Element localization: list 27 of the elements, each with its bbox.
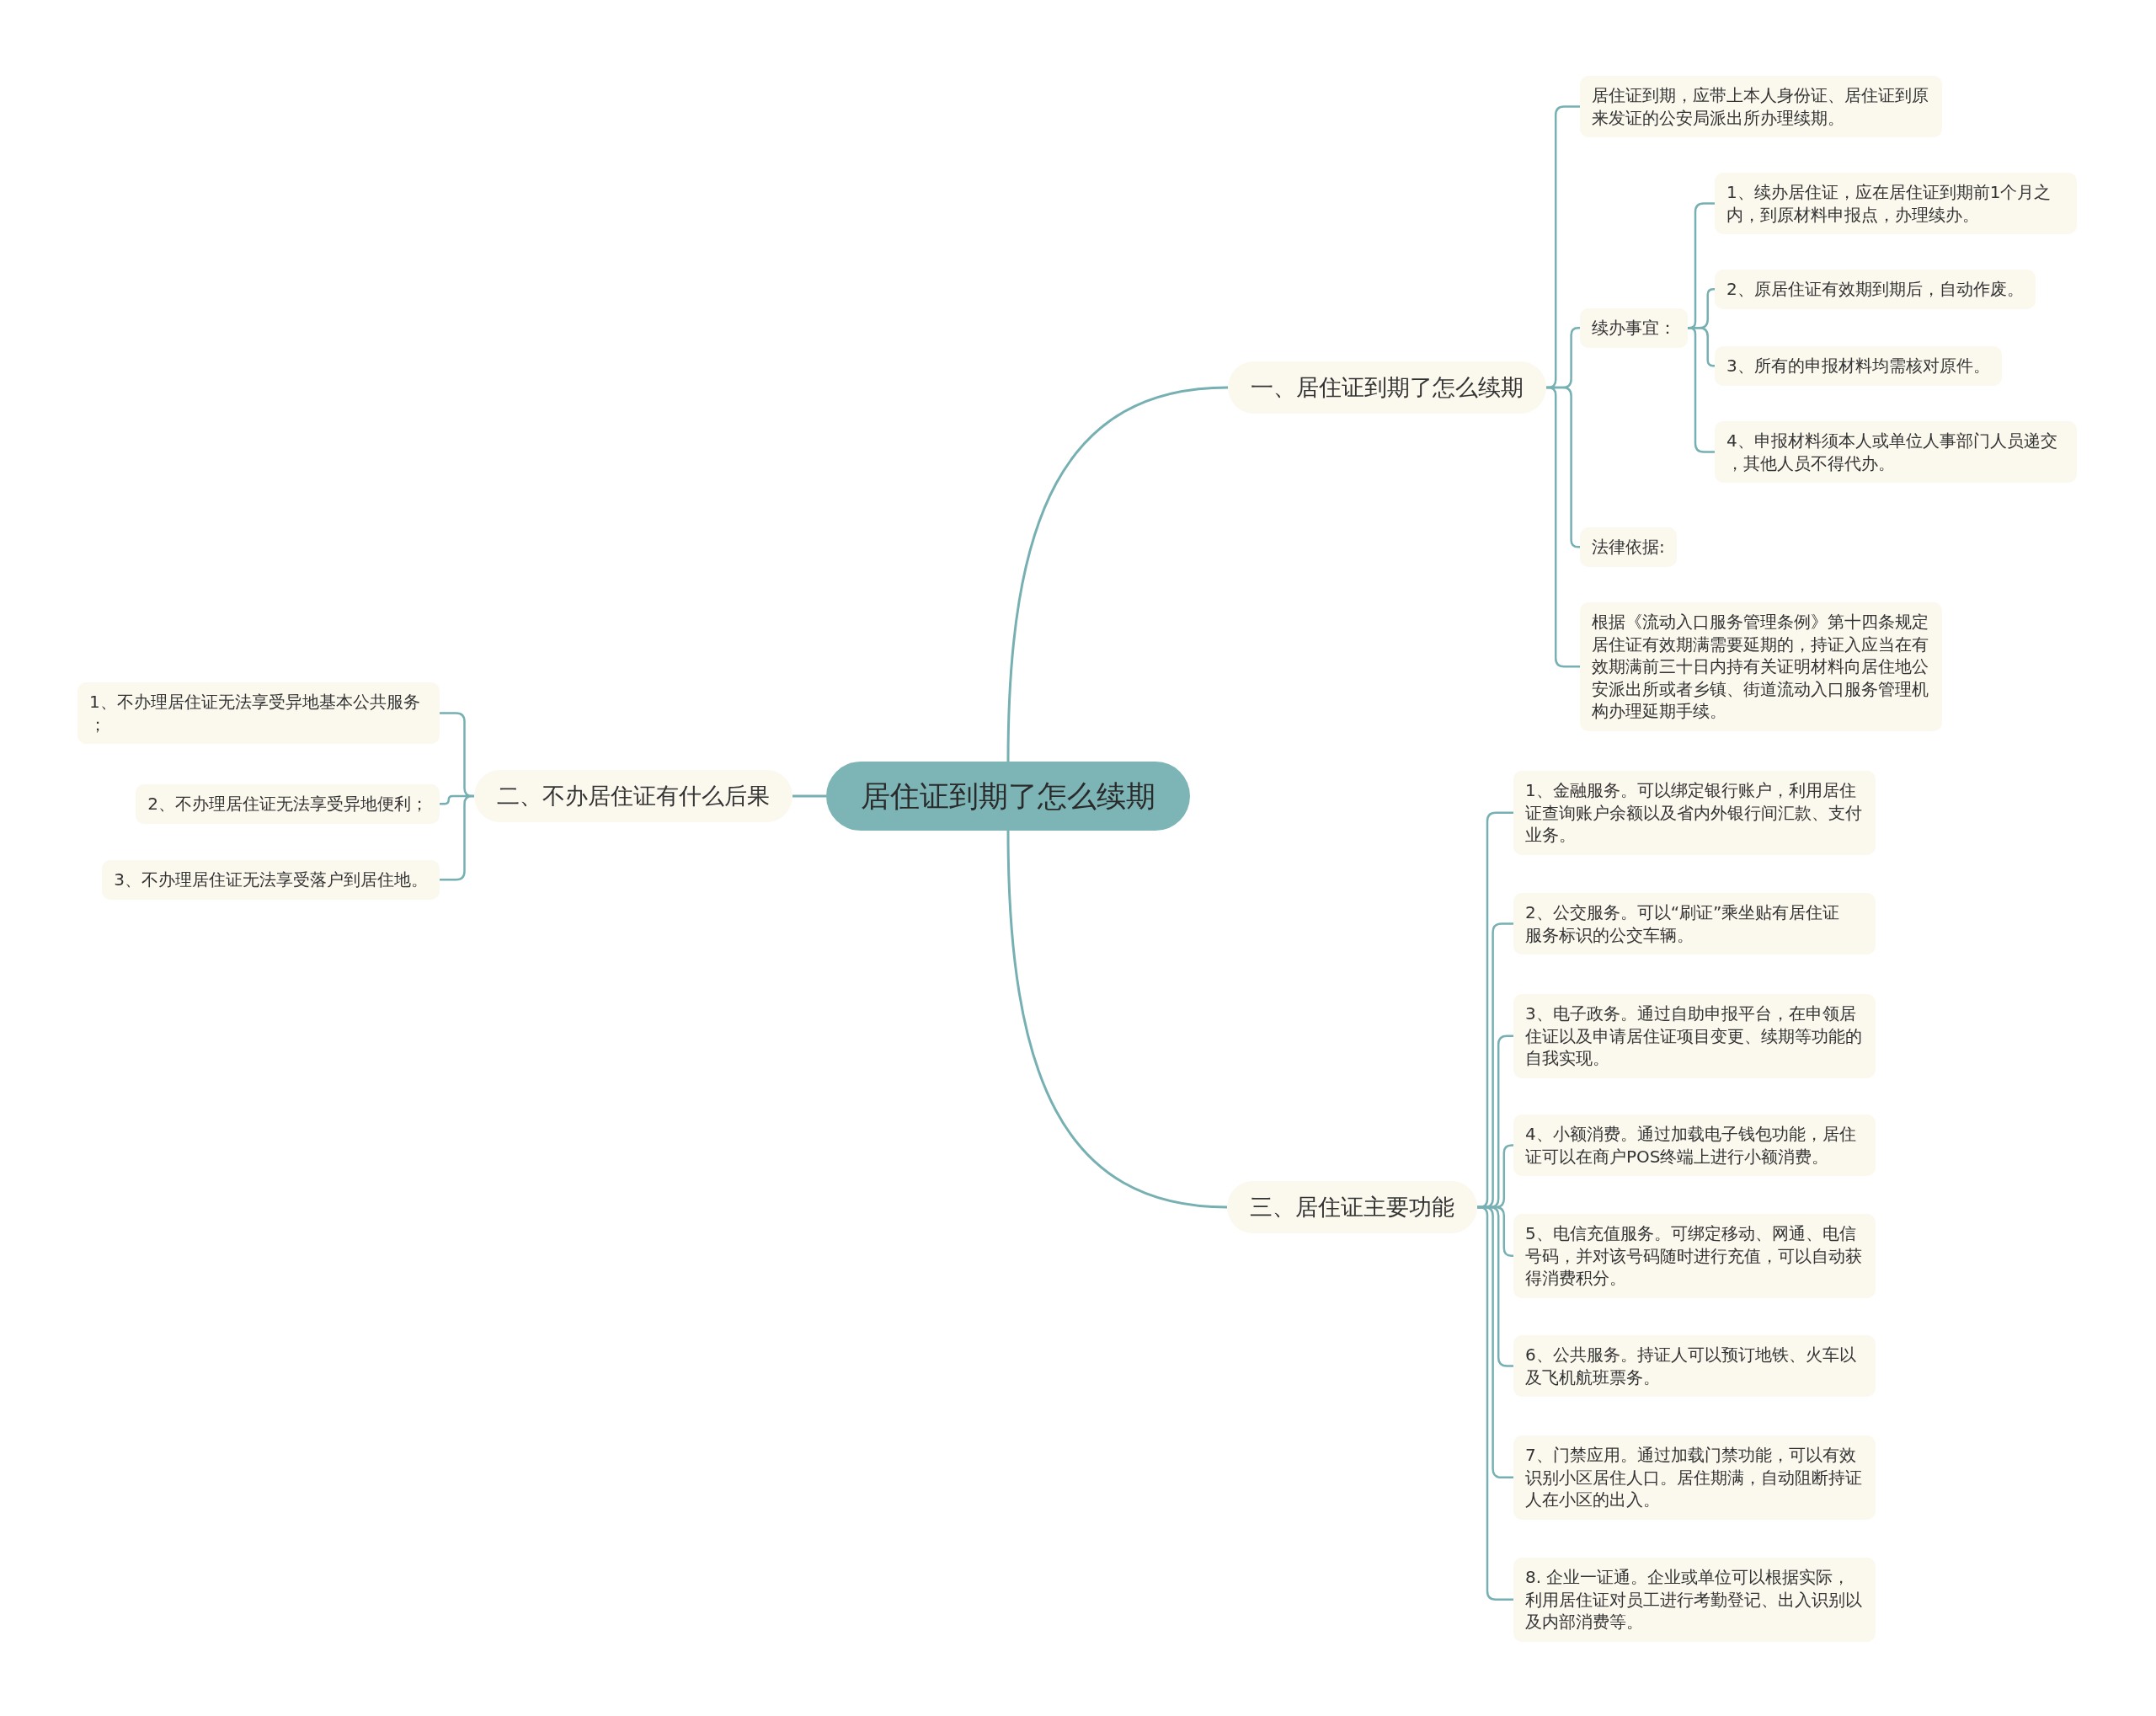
subtopic-box: 4、小额消费。通过加载电子钱包功能，居住证可以在商户POS终端上进行小额消费。 <box>1513 1115 1876 1176</box>
connector-line <box>792 794 826 798</box>
subtopic-box: 2、原居住证有效期到期后，自动作废。 <box>1715 270 2036 309</box>
branch-topic: 三、居住证主要功能 <box>1227 1181 1477 1233</box>
central-topic: 居住证到期了怎么续期 <box>826 762 1190 831</box>
subtopic-box: 2、不办理居住证无法享受异地便利； <box>136 784 440 824</box>
subtopic-box: 5、电信充值服务。可绑定移动、网通、电信号码，并对该号码随时进行充值，可以自动获得消费积分。 <box>1513 1214 1876 1298</box>
subtopic-box: 居住证到期，应带上本人身份证、居住证到原来发证的公安局派出所办理续期。 <box>1580 76 1942 137</box>
connector-line <box>1687 327 1715 453</box>
subtopic-box: 1、金融服务。可以绑定银行账户，利用居住证查询账户余额以及省内外银行间汇款、支付业务。 <box>1513 771 1876 855</box>
subtopic-box: 3、电子政务。通过自助申报平台，在申领居住证以及申请居住证项目变更、续期等功能的自我实现。 <box>1513 994 1876 1078</box>
subtopic-box: 根据《流动入口服务管理条例》第十四条规定居住证有效期满需要延期的，持证入应当在有效期满前三十日内持有关证明材料向居住地公安派出所或者乡镇、街道流动入口服务管理机构办理延期手续。 <box>1580 602 1942 731</box>
subtopic-box: 续办事宜： <box>1580 308 1688 348</box>
branch-topic: 二、不办居住证有什么后果 <box>474 770 792 822</box>
subtopic-box: 6、公共服务。持证人可以预订地铁、火车以及飞机航班票务。 <box>1513 1335 1876 1397</box>
subtopic-box: 8. 企业一证通。企业或单位可以根据实际，利用居住证对员工进行考勤登记、出入识别以及内部消费等。 <box>1513 1558 1876 1642</box>
subtopic-box: 法律依据: <box>1580 527 1677 567</box>
subtopic-box: 1、不办理居住证无法享受异地基本公共服务； <box>77 682 440 744</box>
subtopic-box: 4、申报材料须本人或单位人事部门人员递交，其他人员不得代办。 <box>1715 421 2077 483</box>
connector-line <box>1006 386 1229 762</box>
subtopic-box: 7、门禁应用。通过加载门禁功能，可以有效识别小区居住人口。居住期满，自动阻断持证人在小区的出入。 <box>1513 1435 1876 1520</box>
branch-topic: 一、居住证到期了怎么续期 <box>1228 361 1546 414</box>
subtopic-box: 2、公交服务。可以“刷证”乘坐贴有居住证服务标识的公交车辆。 <box>1513 893 1876 954</box>
subtopic-box: 1、续办居住证，应在居住证到期前1个月之内，到原材料申报点，办理续办。 <box>1715 173 2077 234</box>
connector-line <box>1006 830 1228 1209</box>
subtopic-box: 3、不办理居住证无法享受落户到居住地。 <box>102 860 440 900</box>
subtopic-box: 3、所有的申报材料均需核对原件。 <box>1715 346 2002 386</box>
